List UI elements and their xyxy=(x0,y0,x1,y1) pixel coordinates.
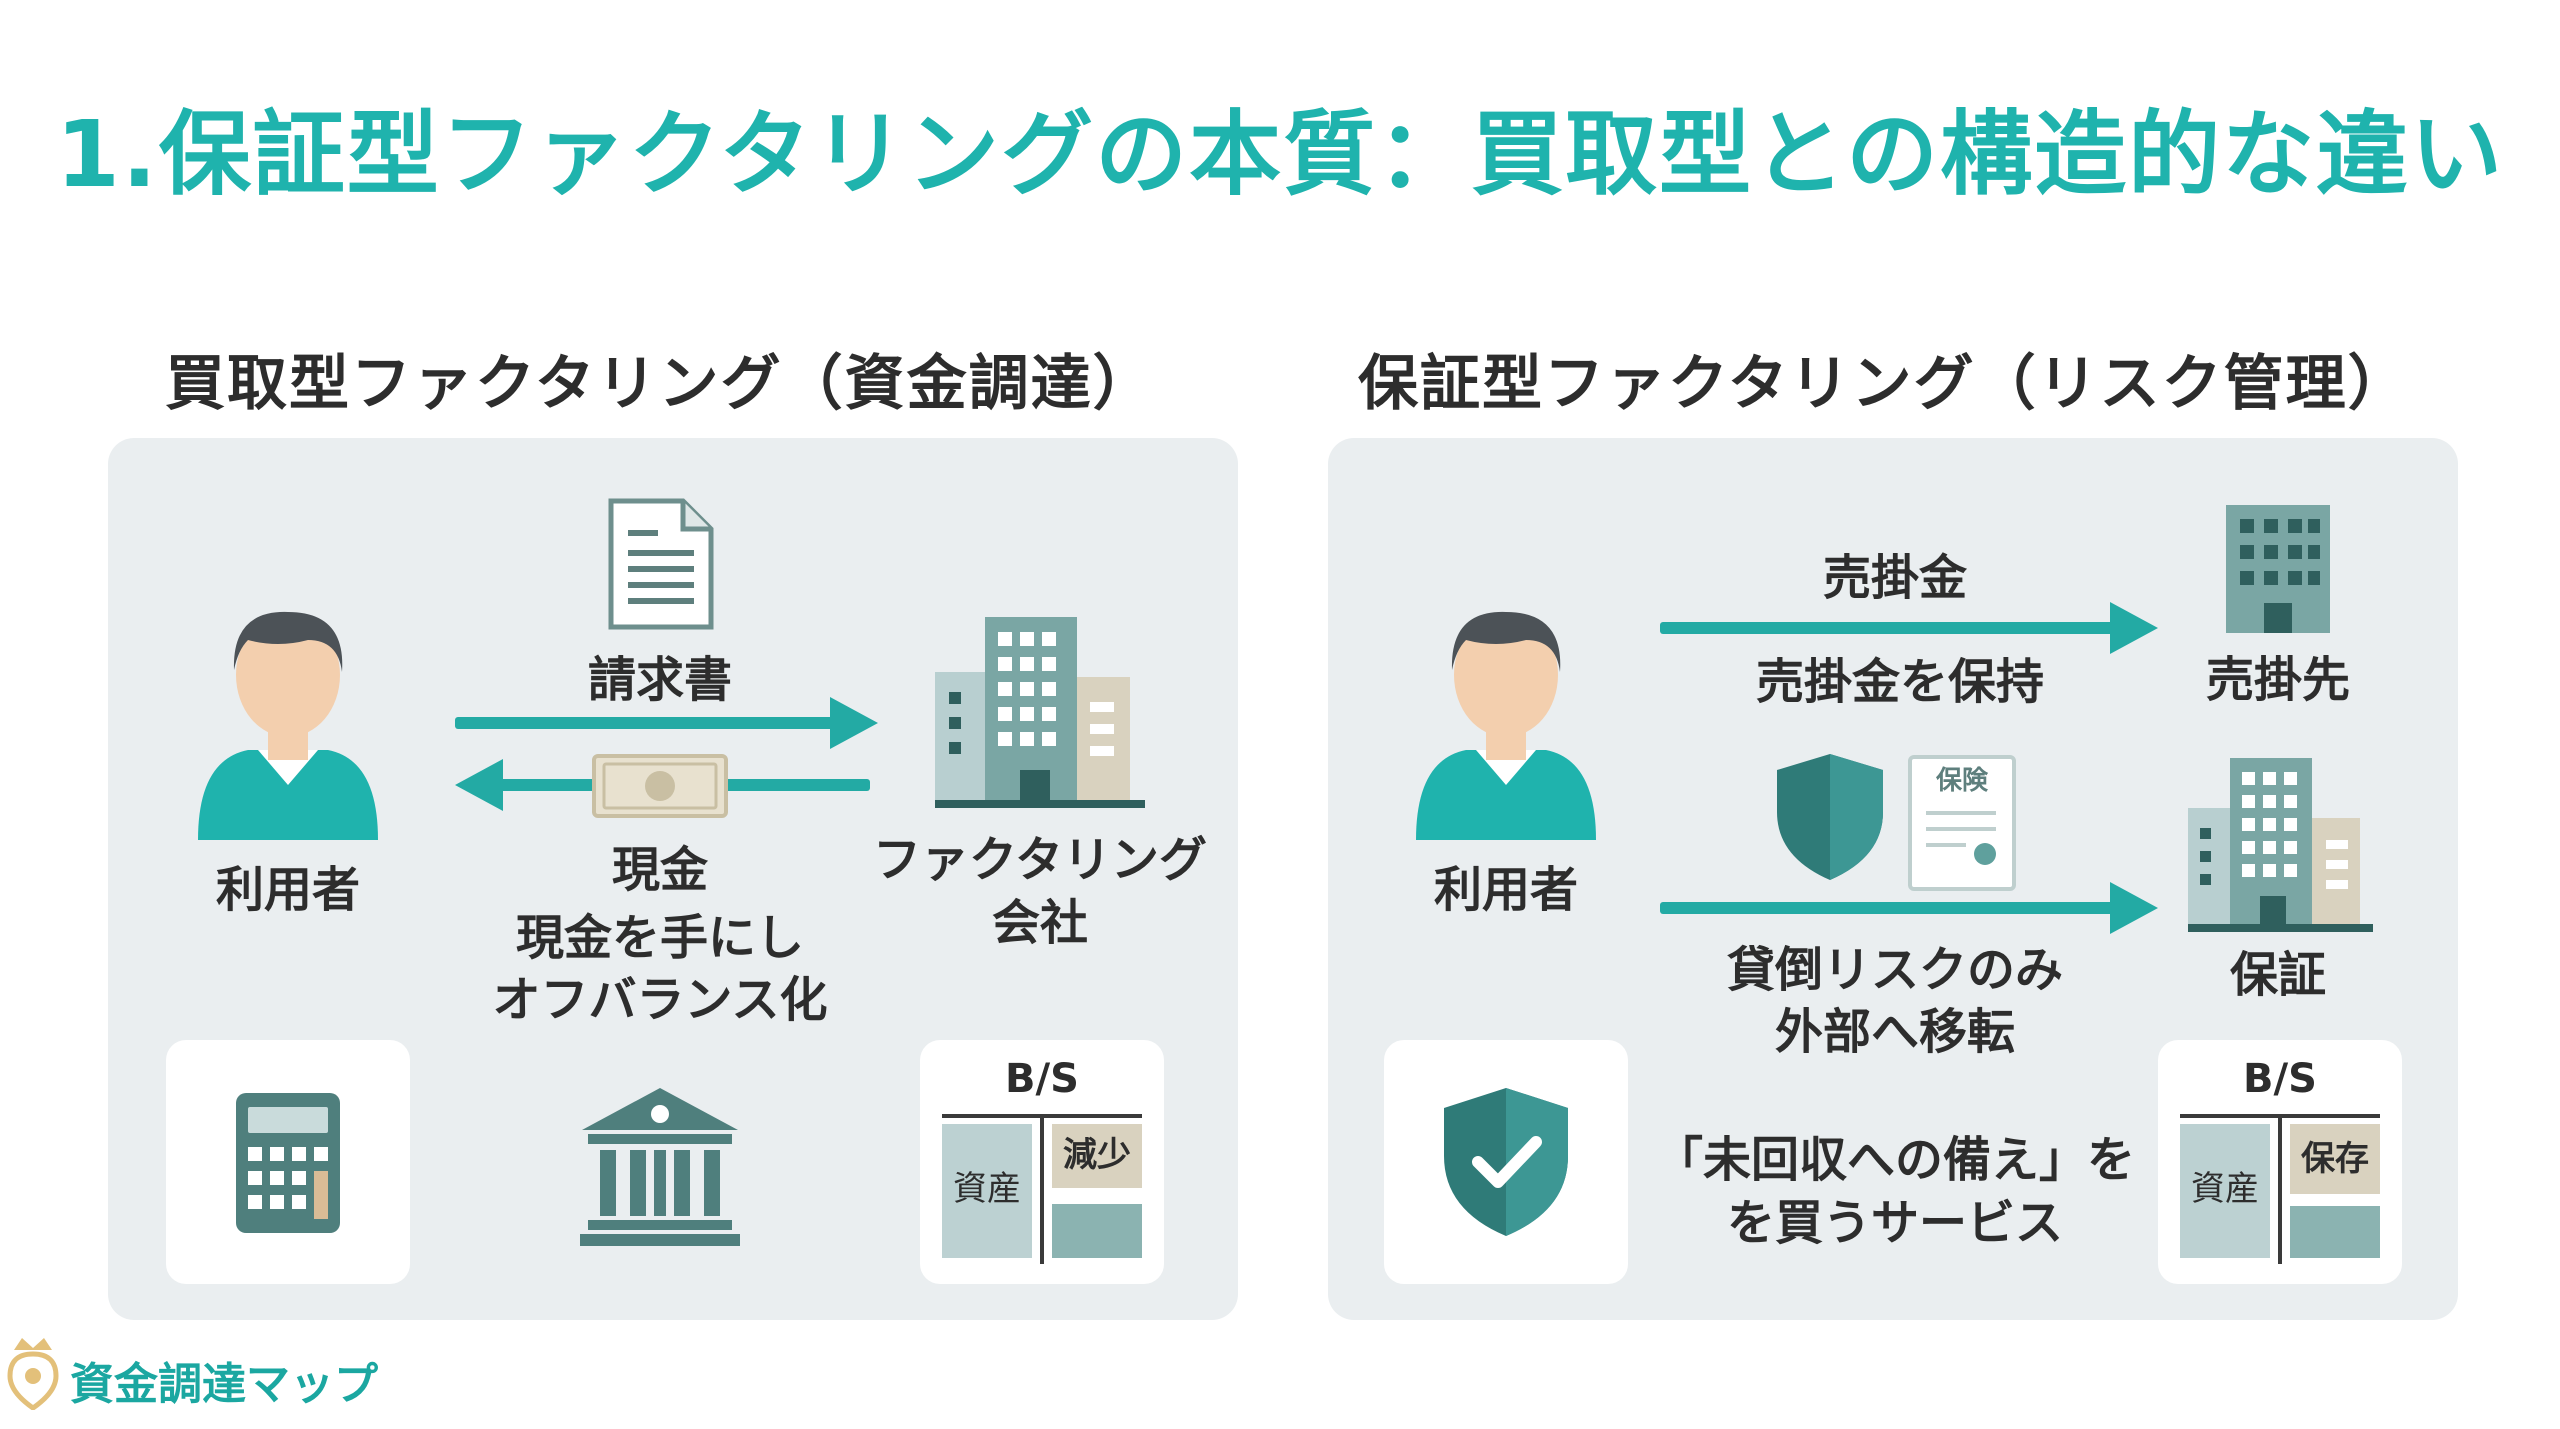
right-user-label: 利用者 xyxy=(1433,862,1578,918)
bs-divider xyxy=(2278,1114,2282,1264)
guarantee-label: 保証 xyxy=(2229,947,2326,1003)
right-bs-asset-label: 資産 xyxy=(2191,1169,2259,1209)
logo-text: 資金調達マップ xyxy=(70,1359,378,1410)
banknote-icon xyxy=(592,754,728,818)
cash-note-2: オフバランス化 xyxy=(492,972,828,1028)
document-icon xyxy=(608,498,714,630)
arrow-right-icon xyxy=(2110,602,2158,654)
insurance-doc-label: 保険 xyxy=(1935,766,1988,796)
factoring-company-label-1: ファクタリング xyxy=(872,832,1208,888)
receivable-note: 売掛金を保持 xyxy=(1755,654,2044,710)
bank-icon xyxy=(580,1088,740,1246)
left-bs-title: B/S xyxy=(1005,1056,1079,1102)
right-bs-change-label: 保存 xyxy=(2301,1139,2369,1179)
arrow-left-icon xyxy=(455,759,503,811)
building-icon xyxy=(2188,758,2373,932)
right-section-heading: 保証型ファクタリング（リスク管理） xyxy=(1358,349,2410,419)
invoice-label: 請求書 xyxy=(587,652,732,708)
page-title: 1.保証型ファクタリングの本質：買取型との構造的な違い xyxy=(55,101,2505,208)
arrow-right-icon xyxy=(830,697,878,749)
bs-divider xyxy=(1040,1114,1044,1264)
cert-seal-icon xyxy=(1974,843,1996,865)
receivable-label: 売掛金 xyxy=(1822,550,1967,606)
service-note-1: 「未回収への備え」を xyxy=(1654,1132,2135,1188)
service-note-2: を買うサービス xyxy=(1726,1195,2063,1251)
calculator-card xyxy=(166,1040,410,1284)
arrow-right-icon xyxy=(2110,882,2158,934)
cash-note-1: 現金を手にし xyxy=(515,910,804,966)
risk-note-1: 貸倒リスクのみ xyxy=(1726,942,2063,998)
risk-note-2: 外部へ移転 xyxy=(1774,1004,2015,1060)
bs-asset-block xyxy=(2180,1124,2270,1258)
invoice-arrow-line xyxy=(455,717,855,729)
building-icon xyxy=(935,617,1145,808)
certificate-icon: 保険 xyxy=(1908,755,2016,891)
shield-icon xyxy=(1777,754,1883,880)
person-icon xyxy=(198,611,378,840)
guarantee-arrow-line xyxy=(1660,902,2130,914)
building-icon xyxy=(2226,505,2330,633)
person-icon xyxy=(1416,611,1596,840)
left-bs-card: B/S 資産 減少 xyxy=(920,1040,1164,1284)
left-bs-asset-label: 資産 xyxy=(953,1169,1021,1209)
left-bs-change-label: 減少 xyxy=(1063,1135,1131,1175)
cert-line xyxy=(1926,827,1996,831)
shield-check-card xyxy=(1384,1040,1628,1284)
cert-line xyxy=(1926,843,1966,847)
factoring-company-label-2: 会社 xyxy=(991,895,1088,951)
left-section-heading: 買取型ファクタリング（資金調達） xyxy=(165,349,1155,419)
calculator-icon xyxy=(236,1093,340,1233)
debtor-label: 売掛先 xyxy=(2205,652,2350,708)
left-user-label: 利用者 xyxy=(215,862,360,918)
receivable-arrow-line xyxy=(1660,622,2130,634)
right-bs-card: B/S 資産 保存 xyxy=(2158,1040,2402,1284)
bs-remaining-block xyxy=(1052,1204,1142,1258)
logo-pin-icon xyxy=(7,1338,59,1410)
cert-line xyxy=(1926,811,1996,815)
cash-label: 現金 xyxy=(611,842,708,898)
bs-kept-block xyxy=(2290,1124,2380,1194)
shield-check-icon xyxy=(1444,1088,1568,1236)
bs-asset-block xyxy=(942,1124,1032,1258)
bs-remaining-block xyxy=(2290,1206,2380,1258)
bs-change-block xyxy=(1052,1124,1142,1188)
right-bs-title: B/S xyxy=(2243,1056,2317,1102)
